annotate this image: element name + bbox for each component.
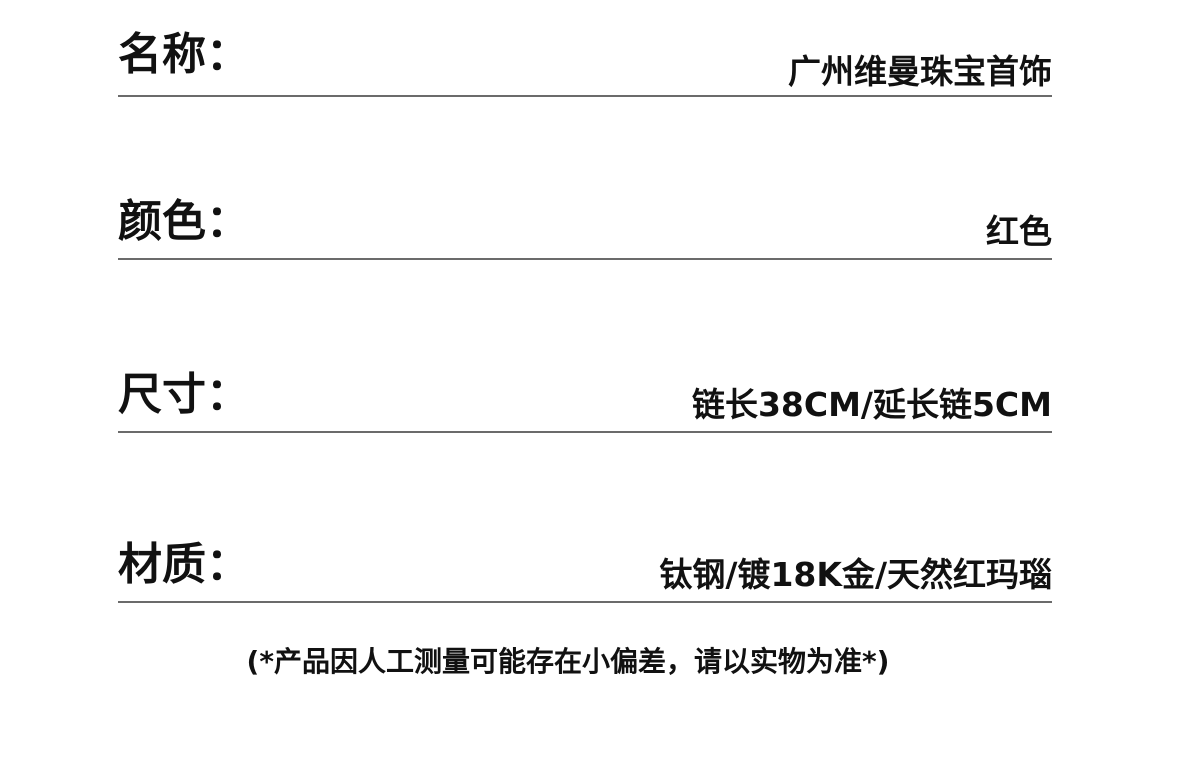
spec-value: 钛钢/镀18K金/天然红玛瑙 (659, 555, 1052, 594)
spec-label: 材质： (118, 539, 250, 590)
divider (118, 431, 1052, 433)
spec-value: 广州维曼珠宝首饰 (788, 52, 1052, 91)
spec-label: 颜色： (118, 196, 250, 247)
spec-label: 名称： (118, 29, 250, 80)
spec-label: 尺寸： (118, 369, 250, 420)
divider (118, 258, 1052, 260)
spec-value: 红色 (986, 212, 1052, 251)
divider (118, 601, 1052, 603)
divider (118, 95, 1052, 97)
disclaimer-note: (*产品因人工测量可能存在小偏差，请以实物为准*) (246, 645, 890, 678)
spec-value: 链长38CM/延长链5CM (691, 385, 1052, 424)
